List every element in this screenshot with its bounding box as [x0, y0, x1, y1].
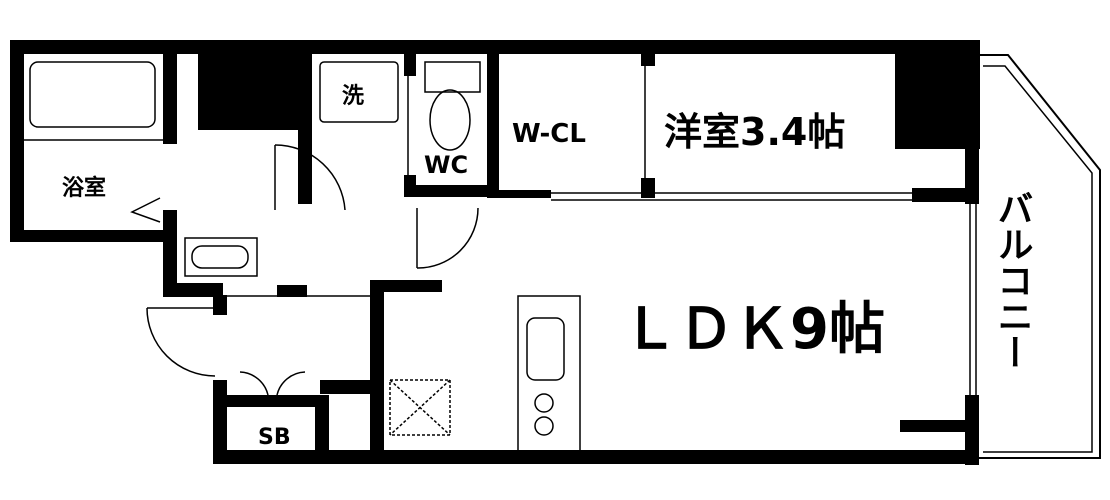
stove-burner	[534, 393, 554, 413]
room-label-walk-in-closet: W-CL	[512, 119, 586, 149]
refrigerator-space	[389, 379, 451, 436]
walls	[10, 40, 980, 465]
bathtub	[29, 61, 156, 128]
room-label-bath: 浴室	[62, 175, 106, 201]
room-label-toilet: WC	[424, 151, 468, 179]
room-label-western-room: 洋室3.4帖	[664, 110, 845, 154]
sink	[526, 317, 565, 381]
washing-machine-pan	[319, 61, 399, 123]
room-label-ldk: ＬＤＫ9帖	[622, 297, 885, 362]
fixtures	[24, 54, 977, 453]
room-label-washer: 洗	[342, 84, 364, 109]
room-label-balcony: バルコニー	[992, 190, 1033, 370]
toilet-bowl	[429, 89, 471, 151]
kitchen-counter	[517, 295, 581, 453]
balcony	[978, 54, 1101, 459]
stove-burner	[534, 416, 554, 436]
room-label-shoe-box: SB	[258, 425, 291, 450]
